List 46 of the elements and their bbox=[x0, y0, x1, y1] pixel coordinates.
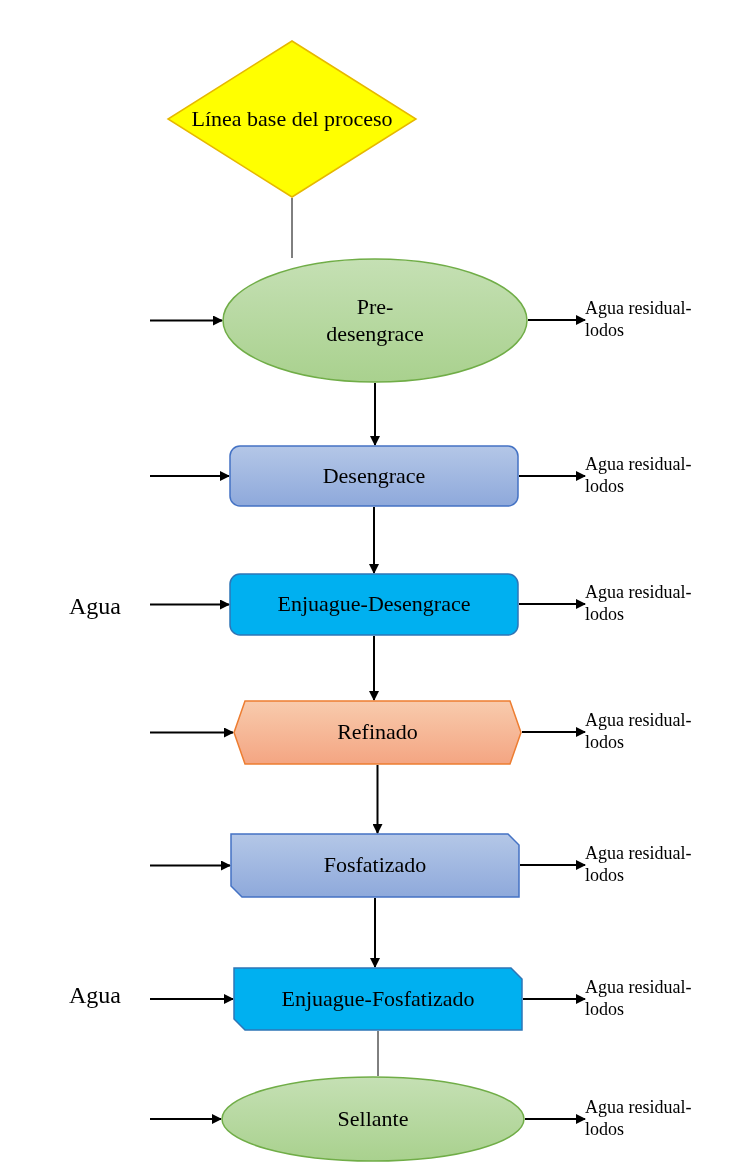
process-ellipse bbox=[222, 258, 528, 383]
output-label: Agua residual-lodos bbox=[585, 454, 693, 498]
process-box bbox=[233, 967, 523, 1031]
process-box bbox=[229, 573, 519, 636]
arrow bbox=[524, 1114, 586, 1124]
arrow bbox=[521, 727, 586, 737]
arrow bbox=[518, 599, 586, 609]
output-label: Agua residual-lodos bbox=[585, 298, 693, 342]
arrow bbox=[372, 764, 383, 834]
arrow bbox=[519, 860, 586, 870]
arrow bbox=[149, 994, 234, 1004]
node-label: Enjuague-Fosfatizado bbox=[281, 985, 475, 1013]
arrow bbox=[149, 599, 230, 610]
output-label: Agua residual-lodos bbox=[585, 1097, 693, 1141]
arrow bbox=[522, 994, 586, 1004]
arrow bbox=[369, 635, 379, 701]
node-label: Refinado bbox=[337, 719, 418, 746]
arrow bbox=[149, 315, 223, 326]
decision-diamond bbox=[167, 40, 417, 198]
input-label: Agua bbox=[69, 591, 121, 621]
output-label: Agua residual-lodos bbox=[585, 582, 693, 626]
arrow bbox=[370, 382, 380, 446]
connector-line bbox=[377, 1030, 379, 1077]
arrow bbox=[369, 506, 379, 574]
node-label: Fosfatizado bbox=[323, 852, 427, 879]
input-label: Agua bbox=[69, 980, 121, 1010]
arrow bbox=[370, 897, 380, 968]
node-label: Sellante bbox=[337, 1105, 409, 1133]
process-box bbox=[230, 833, 520, 898]
connector-line bbox=[291, 197, 293, 259]
process-box bbox=[229, 445, 519, 507]
node-label: Enjuague-Desengrace bbox=[277, 591, 471, 618]
node-label: Línea base del proceso bbox=[191, 105, 393, 133]
arrow bbox=[149, 1114, 222, 1124]
arrow bbox=[518, 471, 586, 481]
arrow bbox=[149, 471, 230, 481]
output-label: Agua residual-lodos bbox=[585, 710, 693, 754]
process-hexagon bbox=[233, 700, 522, 765]
arrow bbox=[149, 860, 231, 871]
output-label: Agua residual-lodos bbox=[585, 977, 693, 1021]
output-label: Agua residual-lodos bbox=[585, 843, 693, 887]
node-label: Desengrace bbox=[322, 462, 426, 490]
process-ellipse bbox=[221, 1076, 525, 1162]
arrow bbox=[149, 727, 234, 738]
arrow bbox=[527, 315, 586, 325]
node-label: Pre-desengrace bbox=[325, 294, 425, 347]
